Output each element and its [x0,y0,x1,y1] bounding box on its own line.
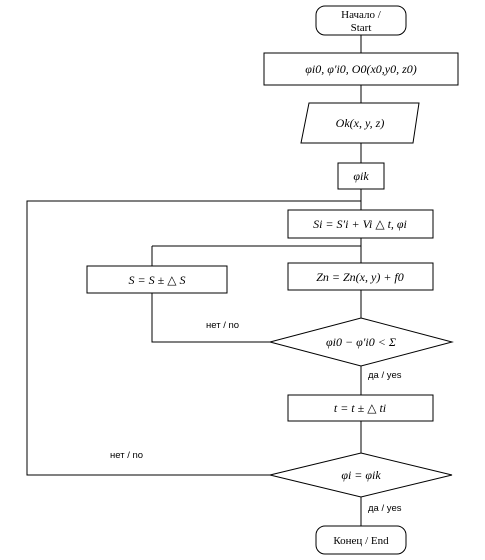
cond2-decision [269,452,453,498]
input-parallelogram [300,102,420,144]
edge-cond2-no-loop [26,200,361,476]
start-label-line2: Start [351,22,372,34]
edge-s-to-cond1 [151,293,270,343]
cond1-no-label: нет / no [206,320,239,331]
cond2-formula: φi = φik [341,468,381,482]
cond1-yes-label: да / yes [368,370,402,381]
start-terminal [315,5,407,36]
t-update-process [287,394,434,422]
cond1-decision [268,317,454,367]
cond2-no-label: нет / no [110,450,143,461]
s-update-process [86,265,228,294]
phi-ik-process [337,162,385,190]
t-update-formula: t = t ± △ ti [334,401,386,415]
end-terminal [315,525,407,555]
s-update-formula: S = S ± △ S [129,273,186,287]
input-formula: Ok(x, y, z) [336,116,385,130]
zn-formula: Zn = Zn(x, y) + f0 [316,270,404,284]
init-formula: φi0, φ′i0, O0(x0,y0, z0) [305,62,417,76]
end-label: Конец / End [333,535,389,547]
init-process [263,52,459,86]
zn-process [287,262,434,291]
phi-ik-formula: φik [353,169,369,183]
si-formula: Si = S′i + Vi △ t, φi [313,217,407,231]
cond1-formula: φi0 − φ′i0 < Σ [326,335,396,349]
si-process [287,209,434,239]
start-label-line1: Начало / [341,9,382,21]
connectors [26,35,362,526]
cond2-yes-label: да / yes [368,503,402,514]
